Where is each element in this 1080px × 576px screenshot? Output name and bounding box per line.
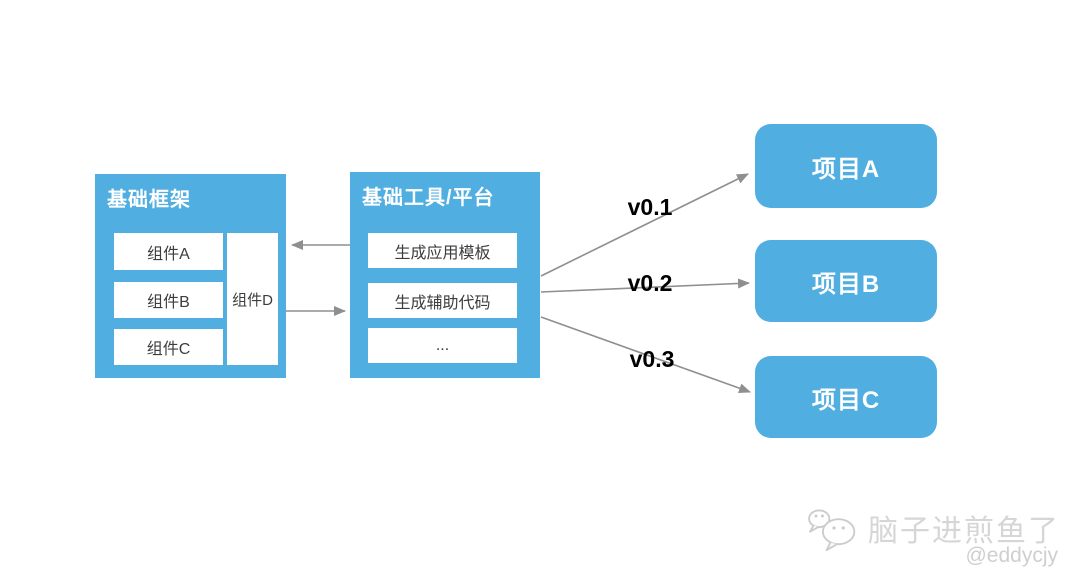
arrow-platform-to-project-b [540,278,750,293]
watermark: 脑子进煎鱼了 @eddycjy [806,504,1060,568]
platform-box: 基础工具/平台 生成应用模板 生成辅助代码 ... [350,172,540,378]
watermark-handle: @eddycjy [965,544,1058,567]
capability-generate-app-template-box: 生成应用模板 [368,233,517,268]
capability-generate-helper-code-box: 生成辅助代码 [368,283,517,318]
project-a-box: 项目A [755,124,937,208]
watermark-account-name: 脑子进煎鱼了 [868,515,1060,548]
version-label-v01: v0.1 [627,194,673,220]
version-label-v03: v0.3 [629,346,675,372]
framework-title: 基础框架 [107,189,191,211]
component-b-box: 组件B [114,282,223,318]
project-c-box: 项目C [755,356,937,438]
platform-title: 基础工具/平台 [362,187,495,209]
component-d-box: 组件D [227,233,278,365]
fish-chat-logo-icon [808,509,856,552]
component-c-box: 组件C [114,329,223,365]
arrow-platform-to-project-c [540,316,751,393]
version-label-v02: v0.2 [627,270,673,296]
arrow-platform-to-project-a [540,173,749,277]
capability-ellipsis-box: ... [368,328,517,363]
project-b-box: 项目B [755,240,937,322]
framework-box: 基础框架 组件A 组件B 组件C 组件D [95,174,286,378]
component-a-box: 组件A [114,233,223,270]
